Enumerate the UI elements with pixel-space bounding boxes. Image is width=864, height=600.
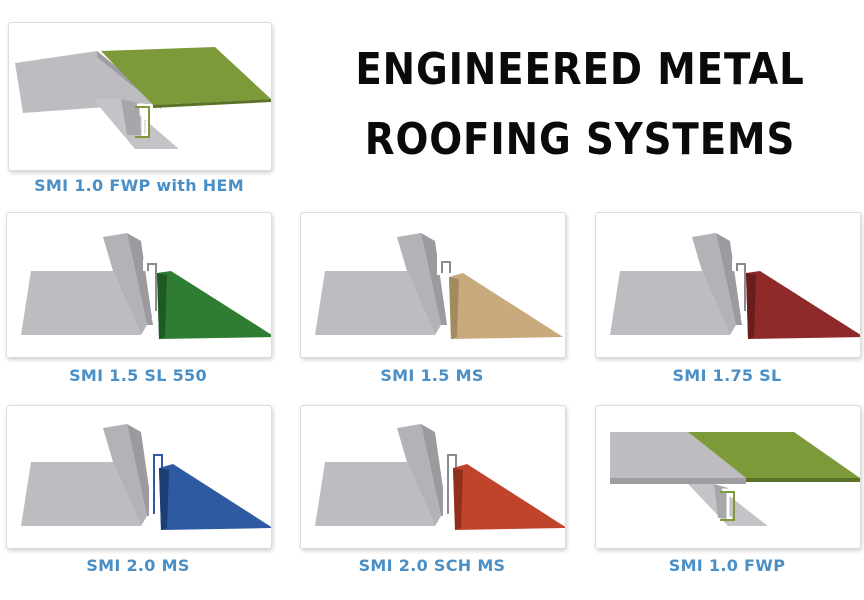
- product-label-6: SMI 1.0 FWP: [668, 556, 786, 575]
- standing-seam-snaplock-illustration: [610, 233, 860, 339]
- product-card-smi-1-75-sl: [595, 212, 861, 358]
- standing-seam-mechanical-illustration: [315, 424, 565, 530]
- page-title-line-2: ROOFING SYSTEMS: [364, 114, 796, 165]
- flat-panel-illustration: [610, 432, 860, 526]
- standing-seam-mechanical-illustration: [315, 233, 563, 339]
- product-card-smi-1-5-ms: [300, 212, 566, 358]
- product-label-5: SMI 2.0 SCH MS: [358, 556, 506, 575]
- product-label-0: SMI 1.0 FWP with HEM: [34, 176, 244, 195]
- flat-panel-hem-illustration: [15, 47, 271, 149]
- product-label-2: SMI 1.5 MS: [380, 366, 484, 385]
- product-label-4: SMI 2.0 MS: [86, 556, 190, 575]
- page-title-line-1: ENGINEERED METAL: [355, 44, 805, 95]
- standing-seam-mechanical-illustration: [21, 424, 271, 530]
- standing-seam-snaplock-illustration: [21, 233, 271, 339]
- product-card-smi-1-0-fwp: [595, 405, 861, 549]
- product-card-smi-2-0-sch-ms: [300, 405, 566, 549]
- product-card-smi-1-0-fwp-hem: [8, 22, 272, 171]
- product-label-3: SMI 1.75 SL: [672, 366, 782, 385]
- product-card-smi-1-5-sl-550: [6, 212, 272, 358]
- product-card-smi-2-0-ms: [6, 405, 272, 549]
- product-label-1: SMI 1.5 SL 550: [69, 366, 207, 385]
